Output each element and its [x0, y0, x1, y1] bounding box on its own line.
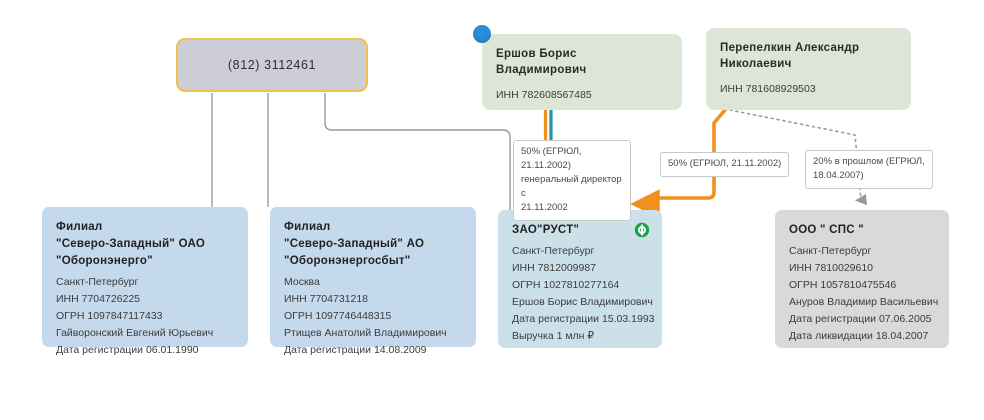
person-inn: ИНН 781608929503	[720, 83, 816, 95]
company-title: Филиал "Северо-Западный" АО "Оборонэнерг…	[284, 221, 425, 267]
refresh-circle-icon[interactable]	[634, 222, 650, 238]
company-detail-line: Ртищев Анатолий Владимирович	[284, 327, 447, 339]
node-company-branch1[interactable]: Филиал "Северо-Западный" ОАО "Оборонэнер…	[42, 207, 248, 356]
edge-phone-rust	[324, 93, 511, 210]
company-detail-line: ИНН 7704731218	[284, 293, 369, 305]
company-title: ООО " СПС "	[789, 224, 864, 236]
company-detail-line: Санкт-Петербург	[512, 245, 595, 257]
edge-label-perepelkin-sps[interactable]: 20% в прошлом (ЕГРЮЛ, 18.04.2007)	[805, 150, 933, 189]
company-detail-line: Санкт-Петербург	[789, 245, 872, 257]
company-detail-line: ИНН 7704726225	[56, 293, 141, 305]
company-detail-line: Дата регистрации 15.03.1993	[512, 313, 655, 325]
edge-label-perepelkin-rust[interactable]: 50% (ЕГРЮЛ, 21.11.2002)	[660, 152, 790, 177]
company-title: Филиал "Северо-Западный" ОАО "Оборонэнер…	[56, 221, 206, 267]
company-detail-line: ОГРН 1027810277164	[512, 279, 620, 291]
company-detail-line: Ануров Владимир Васильевич	[789, 296, 939, 308]
person-name: Ершов Борис Владимирович	[496, 48, 587, 76]
company-detail-line: ОГРН 1057810475546	[789, 279, 897, 291]
edge-label-ershov-rust[interactable]: 50% (ЕГРЮЛ, 21.11.2002) генеральный дире…	[513, 140, 631, 221]
company-detail-line: Дата регистрации 06.01.1990	[56, 344, 199, 356]
company-detail-line: ИНН 7812009987	[512, 262, 597, 274]
node-person-ershov[interactable]: Ершов Борис Владимирович ИНН 78260856748…	[473, 25, 682, 110]
company-detail-line: ОГРН 1097847117433	[56, 310, 163, 322]
company-detail-line: ОГРН 1097746448315	[284, 310, 392, 322]
node-company-branch2[interactable]: Филиал "Северо-Западный" АО "Оборонэнерг…	[270, 207, 476, 356]
company-detail-line: Дата регистрации 07.06.2005	[789, 313, 932, 325]
person-inn: ИНН 782608567485	[496, 89, 592, 101]
company-detail-line: Дата ликвидации 18.04.2007	[789, 330, 929, 342]
node-person-perepelkin[interactable]: Перепелкин Александр Николаевич ИНН 7816…	[706, 28, 911, 110]
node-phone[interactable]: (812) 3112461	[176, 38, 368, 92]
company-detail-line: Выручка 1 млн ₽	[512, 330, 595, 342]
company-detail-line: Гайворонский Евгений Юрьевич	[56, 327, 214, 339]
company-detail-line: ИНН 7810029610	[789, 262, 874, 274]
company-title: ЗАО"РУСТ"	[512, 224, 580, 236]
phone-number-label: (812) 3112461	[227, 58, 317, 72]
selected-dot-icon	[473, 25, 491, 43]
company-detail-line: Дата регистрации 14.08.2009	[284, 344, 427, 356]
company-detail-line: Москва	[284, 276, 320, 288]
company-detail-line: Санкт-Петербург	[56, 276, 139, 288]
person-name: Перепелкин Александр Николаевич	[720, 42, 860, 70]
company-detail-line: Ершов Борис Владимирович	[512, 296, 653, 308]
